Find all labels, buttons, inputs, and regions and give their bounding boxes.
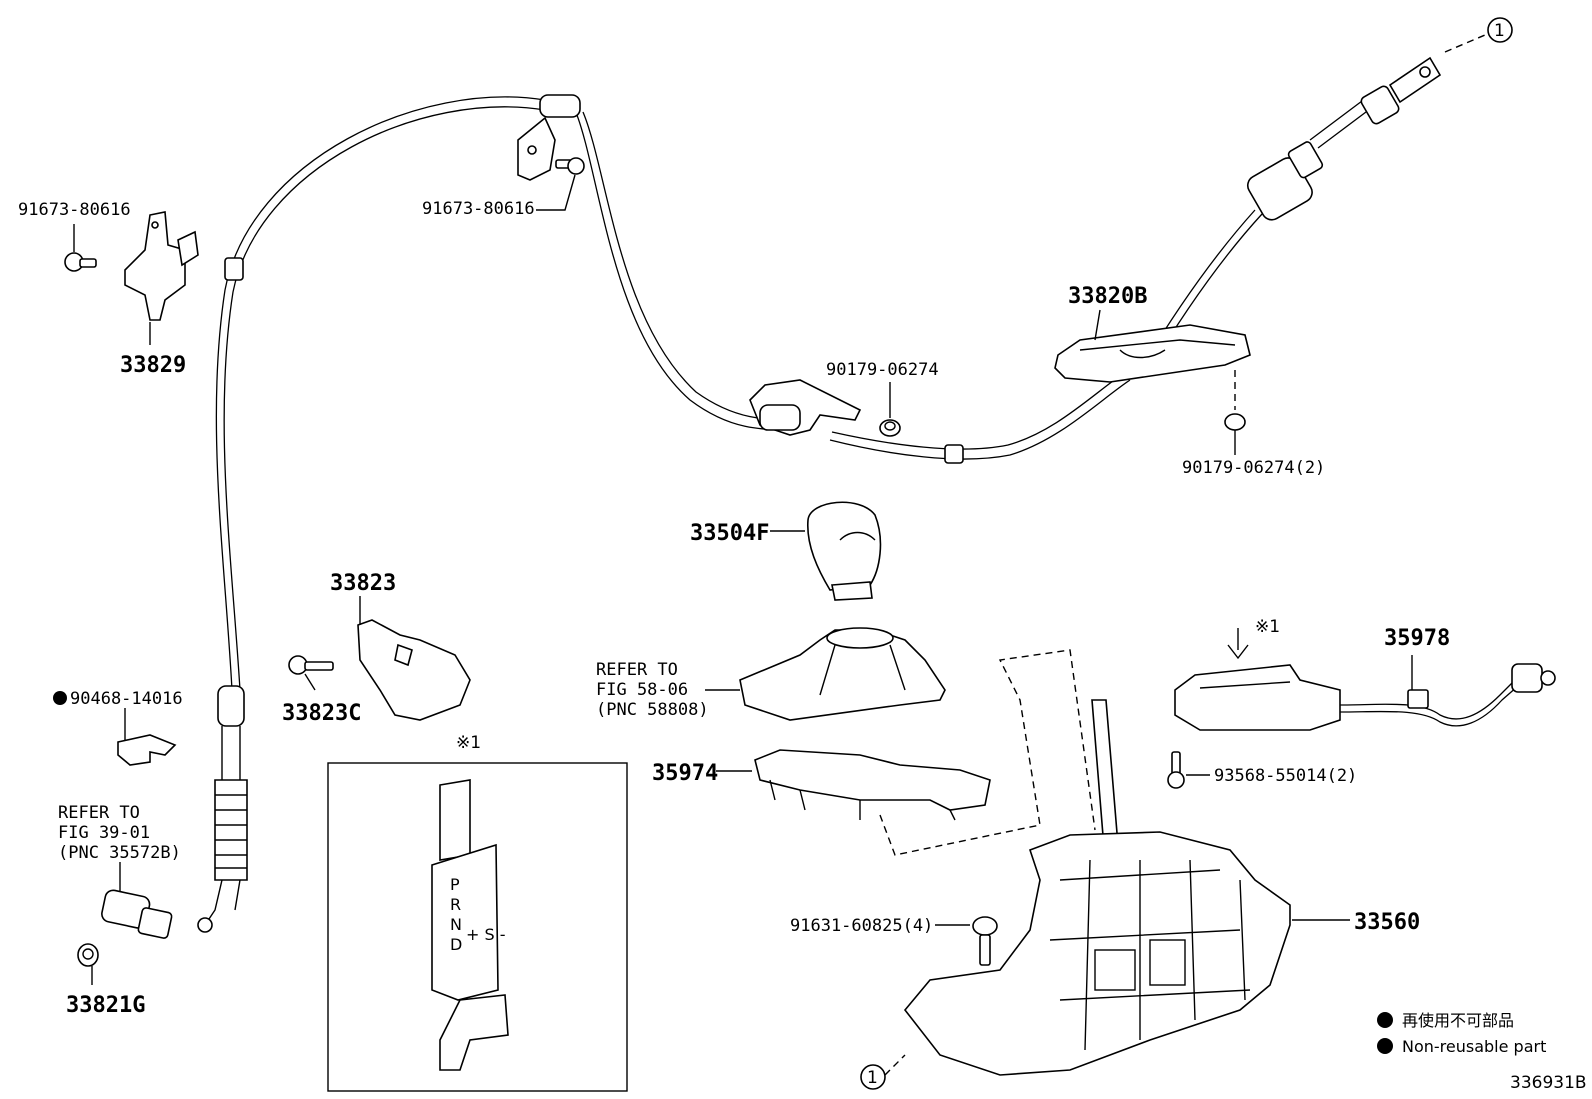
label-33823: 33823 bbox=[330, 571, 396, 596]
label-90468-14016: 90468-14016 bbox=[70, 689, 183, 709]
callout-number-top: 1 bbox=[1494, 21, 1505, 41]
bolt-91673-b-icon bbox=[555, 157, 585, 175]
callout-number-bottom: 1 bbox=[867, 1068, 878, 1088]
inset-note-mark: ※1 bbox=[456, 733, 481, 753]
gear-letter-d: D bbox=[450, 935, 462, 954]
callout-circle-top bbox=[1487, 17, 1513, 43]
label-ref58-line1: REFER TO bbox=[596, 660, 678, 680]
label-ref58-line2: FIG 58-06 bbox=[596, 680, 688, 700]
bracket-33829 bbox=[124, 211, 199, 321]
cable-bracket-top bbox=[517, 116, 556, 181]
label-33560: 33560 bbox=[1354, 910, 1420, 935]
label-35974: 35974 bbox=[652, 761, 718, 786]
figure-id: 336931B bbox=[1510, 1073, 1587, 1093]
callout-circle-bottom bbox=[860, 1064, 886, 1090]
legend-en: Non-reusable part bbox=[1402, 1037, 1546, 1056]
label-91673-80616-b: 91673-80616 bbox=[422, 199, 535, 219]
label-33829: 33829 bbox=[120, 353, 186, 378]
label-91631-60825-4: 91631-60825(4) bbox=[790, 916, 933, 936]
legend-jp: 再使用不可部品 bbox=[1402, 1011, 1514, 1030]
bolt-93568-icon bbox=[1167, 751, 1185, 789]
legend-dot-en bbox=[1377, 1038, 1393, 1054]
bolt-33823C-icon bbox=[288, 655, 334, 675]
label-91673-80616-a: 91673-80616 bbox=[18, 200, 131, 220]
clip-90468 bbox=[117, 734, 177, 766]
label-93568-55014-2: 93568-55014(2) bbox=[1214, 766, 1357, 786]
non-reusable-dot-90468 bbox=[53, 691, 67, 705]
label-ref39-line2: FIG 39-01 bbox=[58, 823, 150, 843]
shift-knob-33504F bbox=[807, 501, 882, 601]
gear-letter-r: R bbox=[450, 895, 461, 914]
shift-lever-assembly-33560 bbox=[903, 699, 1291, 1076]
cable-bracket-mid bbox=[749, 379, 862, 436]
nut-90179-a-icon bbox=[879, 419, 901, 437]
nut-90179-b-icon bbox=[1224, 413, 1246, 431]
switch-note-mark: ※1 bbox=[1255, 617, 1280, 637]
lock-cylinder-icon bbox=[101, 889, 173, 939]
gear-letter-n: N bbox=[450, 915, 462, 934]
shift-cable bbox=[197, 56, 1442, 933]
gear-indicator-panel: P R N D + S - bbox=[431, 779, 509, 1071]
label-ref58-line3: (PNC 58808) bbox=[596, 700, 709, 720]
label-33504F: 33504F bbox=[690, 521, 769, 546]
label-33823C: 33823C bbox=[282, 701, 361, 726]
label-33821G: 33821G bbox=[66, 993, 145, 1018]
cover-33823 bbox=[357, 619, 471, 721]
label-ref39-line3: (PNC 35572B) bbox=[58, 843, 181, 863]
label-90179-06274-2: 90179-06274(2) bbox=[1182, 458, 1325, 478]
shift-boot bbox=[739, 627, 946, 721]
housing-35974 bbox=[754, 749, 991, 821]
switch-35978 bbox=[1174, 663, 1556, 731]
label-ref39-line1: REFER TO bbox=[58, 803, 140, 823]
part-33821G-icon bbox=[77, 943, 99, 967]
label-35978: 35978 bbox=[1384, 626, 1450, 651]
label-33820B: 33820B bbox=[1068, 284, 1147, 309]
bolt-91673-a-icon bbox=[64, 252, 97, 272]
gear-side-marks: + S - bbox=[466, 925, 506, 944]
label-90179-06274-a: 90179-06274 bbox=[826, 360, 939, 380]
bolt-91631-icon bbox=[972, 916, 998, 966]
inset-box bbox=[327, 762, 628, 1092]
legend: 再使用不可部品 Non-reusable part bbox=[1377, 1011, 1546, 1056]
plate-33820B bbox=[1054, 324, 1251, 383]
gear-letter-p: P bbox=[450, 875, 460, 894]
legend-dot-jp bbox=[1377, 1012, 1393, 1028]
